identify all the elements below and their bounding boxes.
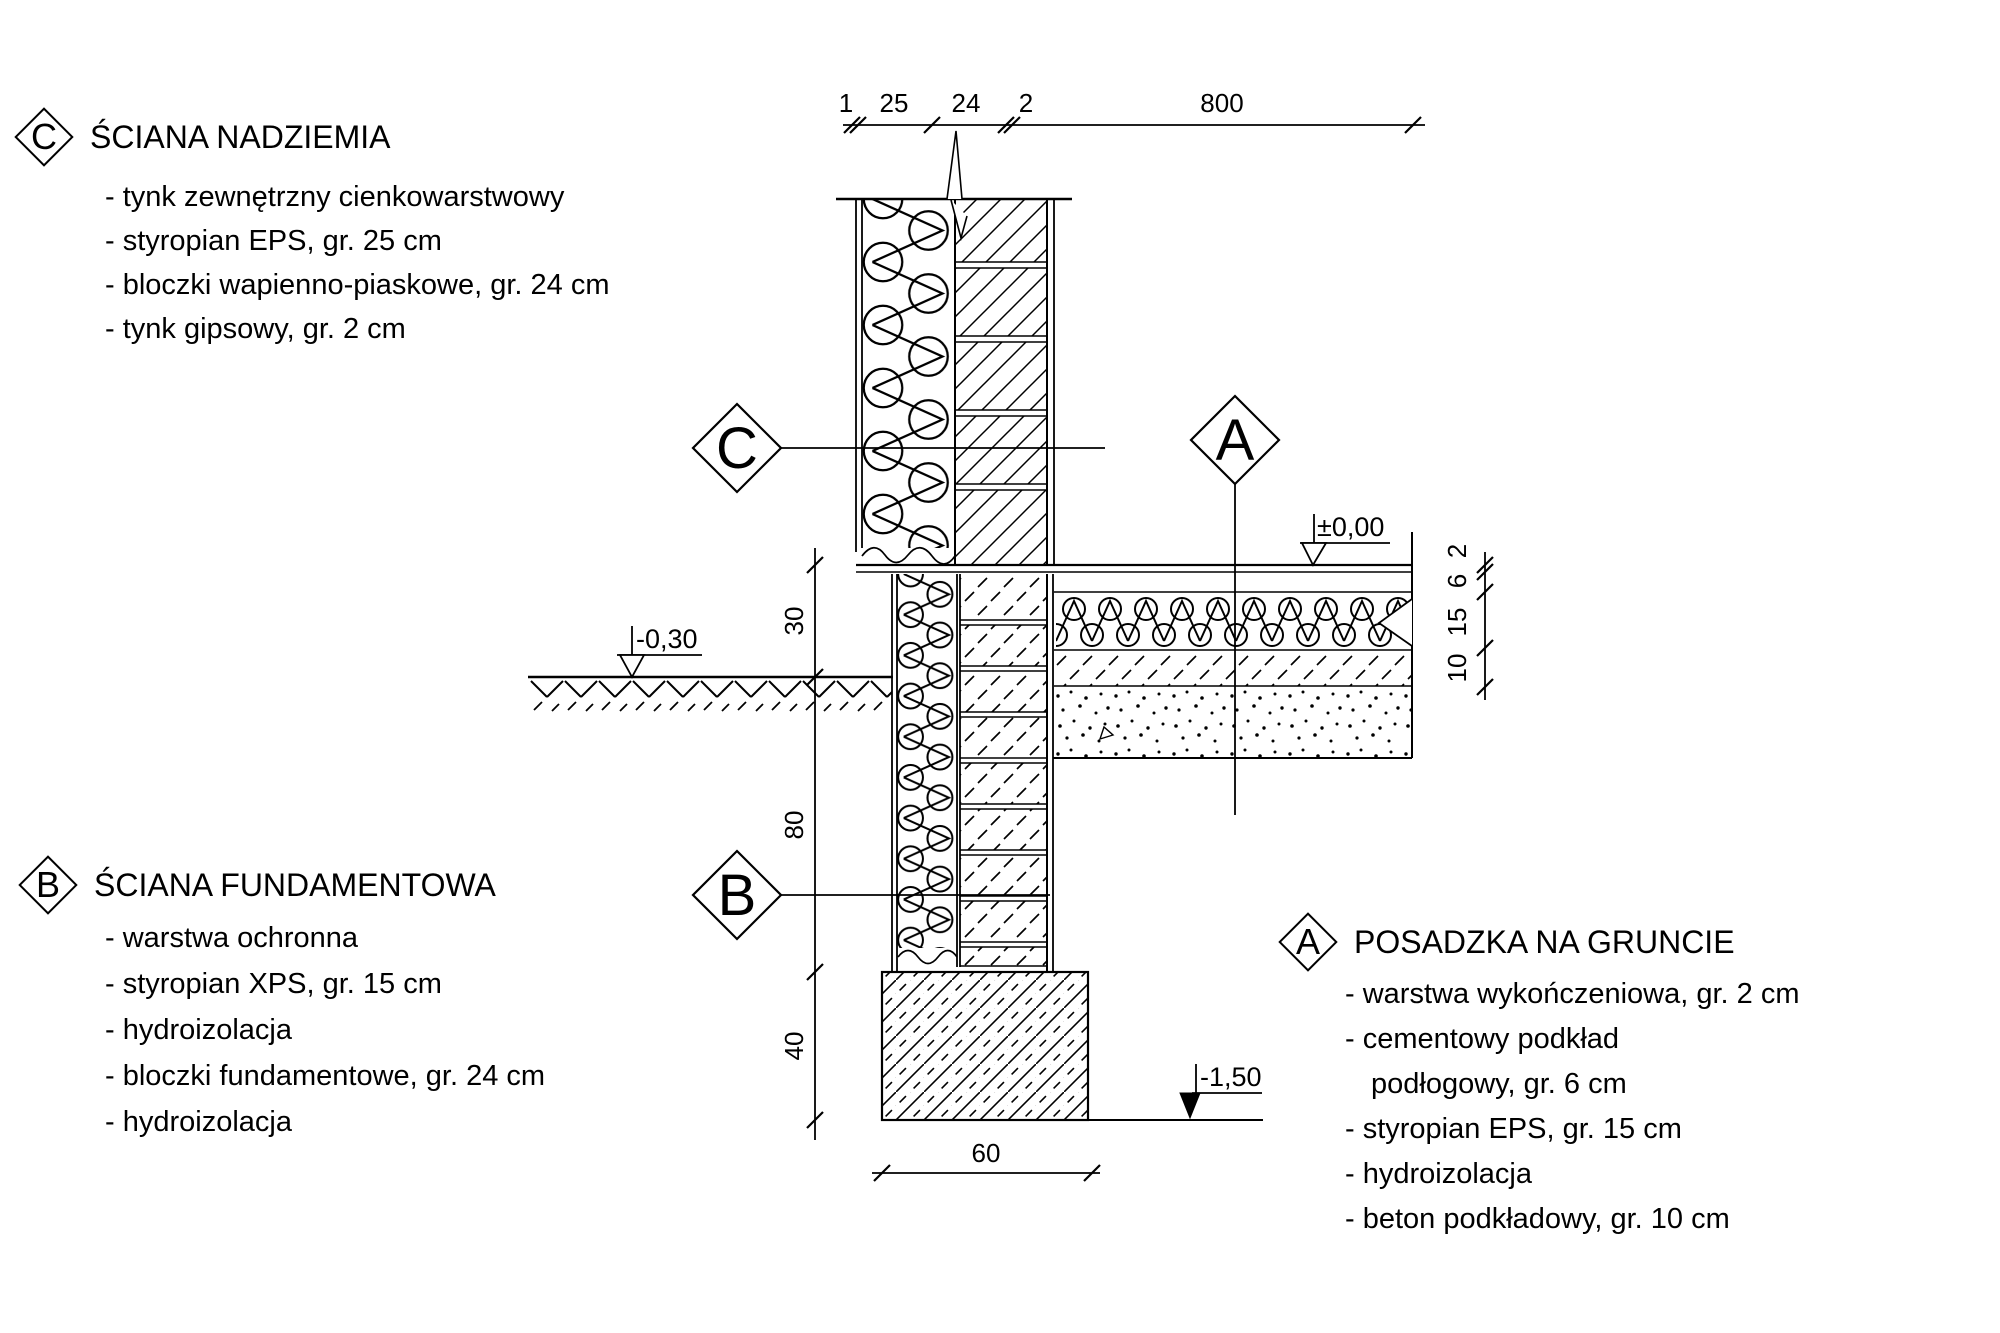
legend-b-item: - hydroizolacja (105, 1014, 292, 1046)
legend-a-item: - hydroizolacja (1345, 1158, 1532, 1190)
dim-label-30: 30 (779, 607, 809, 636)
dimension-bottom: 60 (872, 1138, 1101, 1182)
wall-masonry (955, 199, 1047, 565)
elevation-minus-030: -0,30 (617, 624, 702, 679)
dim-label-2: 2 (1019, 88, 1033, 118)
dimension-left: 30 80 40 (779, 548, 824, 1140)
dim-label-right-10: 10 (1442, 654, 1472, 683)
masonry-joints (955, 261, 1047, 491)
floor-concrete-stipple (1053, 688, 1412, 758)
dim-label-right-15: 15 (1442, 608, 1472, 637)
xps-break-squiggle (897, 949, 958, 965)
elevation-zero-flag (1300, 542, 1328, 567)
legend-b-item: - bloczki fundamentowe, gr. 24 cm (105, 1060, 546, 1092)
elevation-150-flag (1179, 1092, 1201, 1120)
ground-hatch (530, 679, 892, 715)
concrete-triangle-symbol (1098, 725, 1115, 741)
legend-a-title: POSADZKA NA GRUNCIE (1354, 923, 1735, 960)
dimension-top: 1 25 24 2 800 (839, 88, 1425, 134)
legend-b-title: ŚCIANA FUNDAMENTOWA (94, 866, 496, 903)
foundation-xps-insulation (897, 574, 957, 962)
legend-b-item: - hydroizolacja (105, 1106, 292, 1138)
elevation-zero: ±0,00 (1300, 512, 1390, 567)
dim-label-800: 800 (1200, 88, 1243, 118)
legend-c-item: - tynk zewnętrzny cienkowarstwowy (105, 181, 565, 213)
elevation-030-flag (618, 654, 646, 679)
foundation-wall (891, 574, 1054, 972)
legend-a-diamond: A (1278, 912, 1338, 972)
legend-c-item: - tynk gipsowy, gr. 2 cm (105, 313, 406, 345)
dim-label-40: 40 (779, 1032, 809, 1061)
dim-label-60: 60 (972, 1138, 1001, 1168)
legend-a-item-continuation: podłogowy, gr. 6 cm (1371, 1068, 1627, 1100)
legend-b-diamond: B (18, 855, 78, 915)
footing-block (880, 970, 1090, 1122)
legend-wall-above-ground: C ŚCIANA NADZIEMIA - tynk zewnętrzny cie… (14, 107, 610, 351)
drawing-section-markers: C A B (691, 394, 1281, 941)
marker-b-letter: B (718, 863, 757, 928)
above-ground-wall (836, 130, 1072, 565)
floor-screed-hatch (1054, 652, 1412, 686)
floor-break-mark (1377, 598, 1413, 647)
marker-a-letter: A (1216, 408, 1255, 473)
dim-label-right-6: 6 (1442, 574, 1472, 588)
legend-c-diamond: C (14, 107, 74, 167)
ground-level (528, 675, 893, 715)
elevation-zero-label: ±0,00 (1317, 512, 1384, 542)
eps-break-squiggle (861, 546, 956, 565)
legend-a-letter: A (1295, 920, 1321, 962)
floor-eps-insulation (1056, 594, 1410, 648)
legend-a-item: - styropian EPS, gr. 15 cm (1345, 1113, 1682, 1145)
elevation-minus-150: -1,50 (1179, 1062, 1262, 1120)
marker-b-diamond (691, 849, 783, 941)
dim-label-1: 1 (839, 88, 853, 118)
legend-b-letter: B (35, 863, 61, 905)
dim-label-80: 80 (779, 811, 809, 840)
elevation-030-label: -0,30 (636, 624, 698, 654)
footing (880, 970, 1263, 1122)
legend-c-item: - styropian EPS, gr. 25 cm (105, 225, 442, 257)
marker-a-diamond (1189, 394, 1281, 486)
legend-c-title: ŚCIANA NADZIEMIA (90, 118, 391, 155)
elevation-150-label: -1,50 (1200, 1062, 1262, 1092)
foundation-masonry (960, 574, 1047, 967)
foundation-joints (960, 619, 1047, 948)
legend-a-items: - warstwa wykończeniowa, gr. 2 cm - ceme… (1278, 972, 1799, 1242)
dim-label-right-2: 2 (1442, 544, 1472, 558)
legend-c-items: - tynk zewnętrzny cienkowarstwowy - styr… (14, 175, 610, 351)
dim-label-24: 24 (952, 88, 981, 118)
marker-c-letter: C (716, 416, 758, 481)
legend-a-item: - warstwa wykończeniowa, gr. 2 cm (1345, 978, 1800, 1010)
legend-a-item: - cementowy podkład (1345, 1023, 1620, 1055)
legend-c-item: - bloczki wapienno-piaskowe, gr. 24 cm (105, 269, 610, 301)
legend-c-letter: C (31, 116, 57, 157)
legend-b-item: - warstwa ochronna (105, 922, 359, 954)
legend-a-item: - beton podkładowy, gr. 10 cm (1345, 1203, 1730, 1235)
dimension-right: 2 6 15 10 (1442, 544, 1494, 700)
wall-eps-insulation (862, 199, 955, 548)
legend-floor-on-ground: A POSADZKA NA GRUNCIE - warstwa wykończe… (1278, 912, 1799, 1242)
dim-label-25: 25 (880, 88, 909, 118)
legend-foundation-wall: B ŚCIANA FUNDAMENTOWA - warstwa ochronna… (18, 855, 545, 1145)
marker-c-diamond (691, 402, 783, 494)
legend-b-items: - warstwa ochronna - styropian XPS, gr. … (18, 915, 545, 1145)
wall-break-mark (946, 130, 963, 200)
floor-assembly (856, 532, 1413, 759)
legend-b-item: - styropian XPS, gr. 15 cm (105, 968, 442, 1000)
